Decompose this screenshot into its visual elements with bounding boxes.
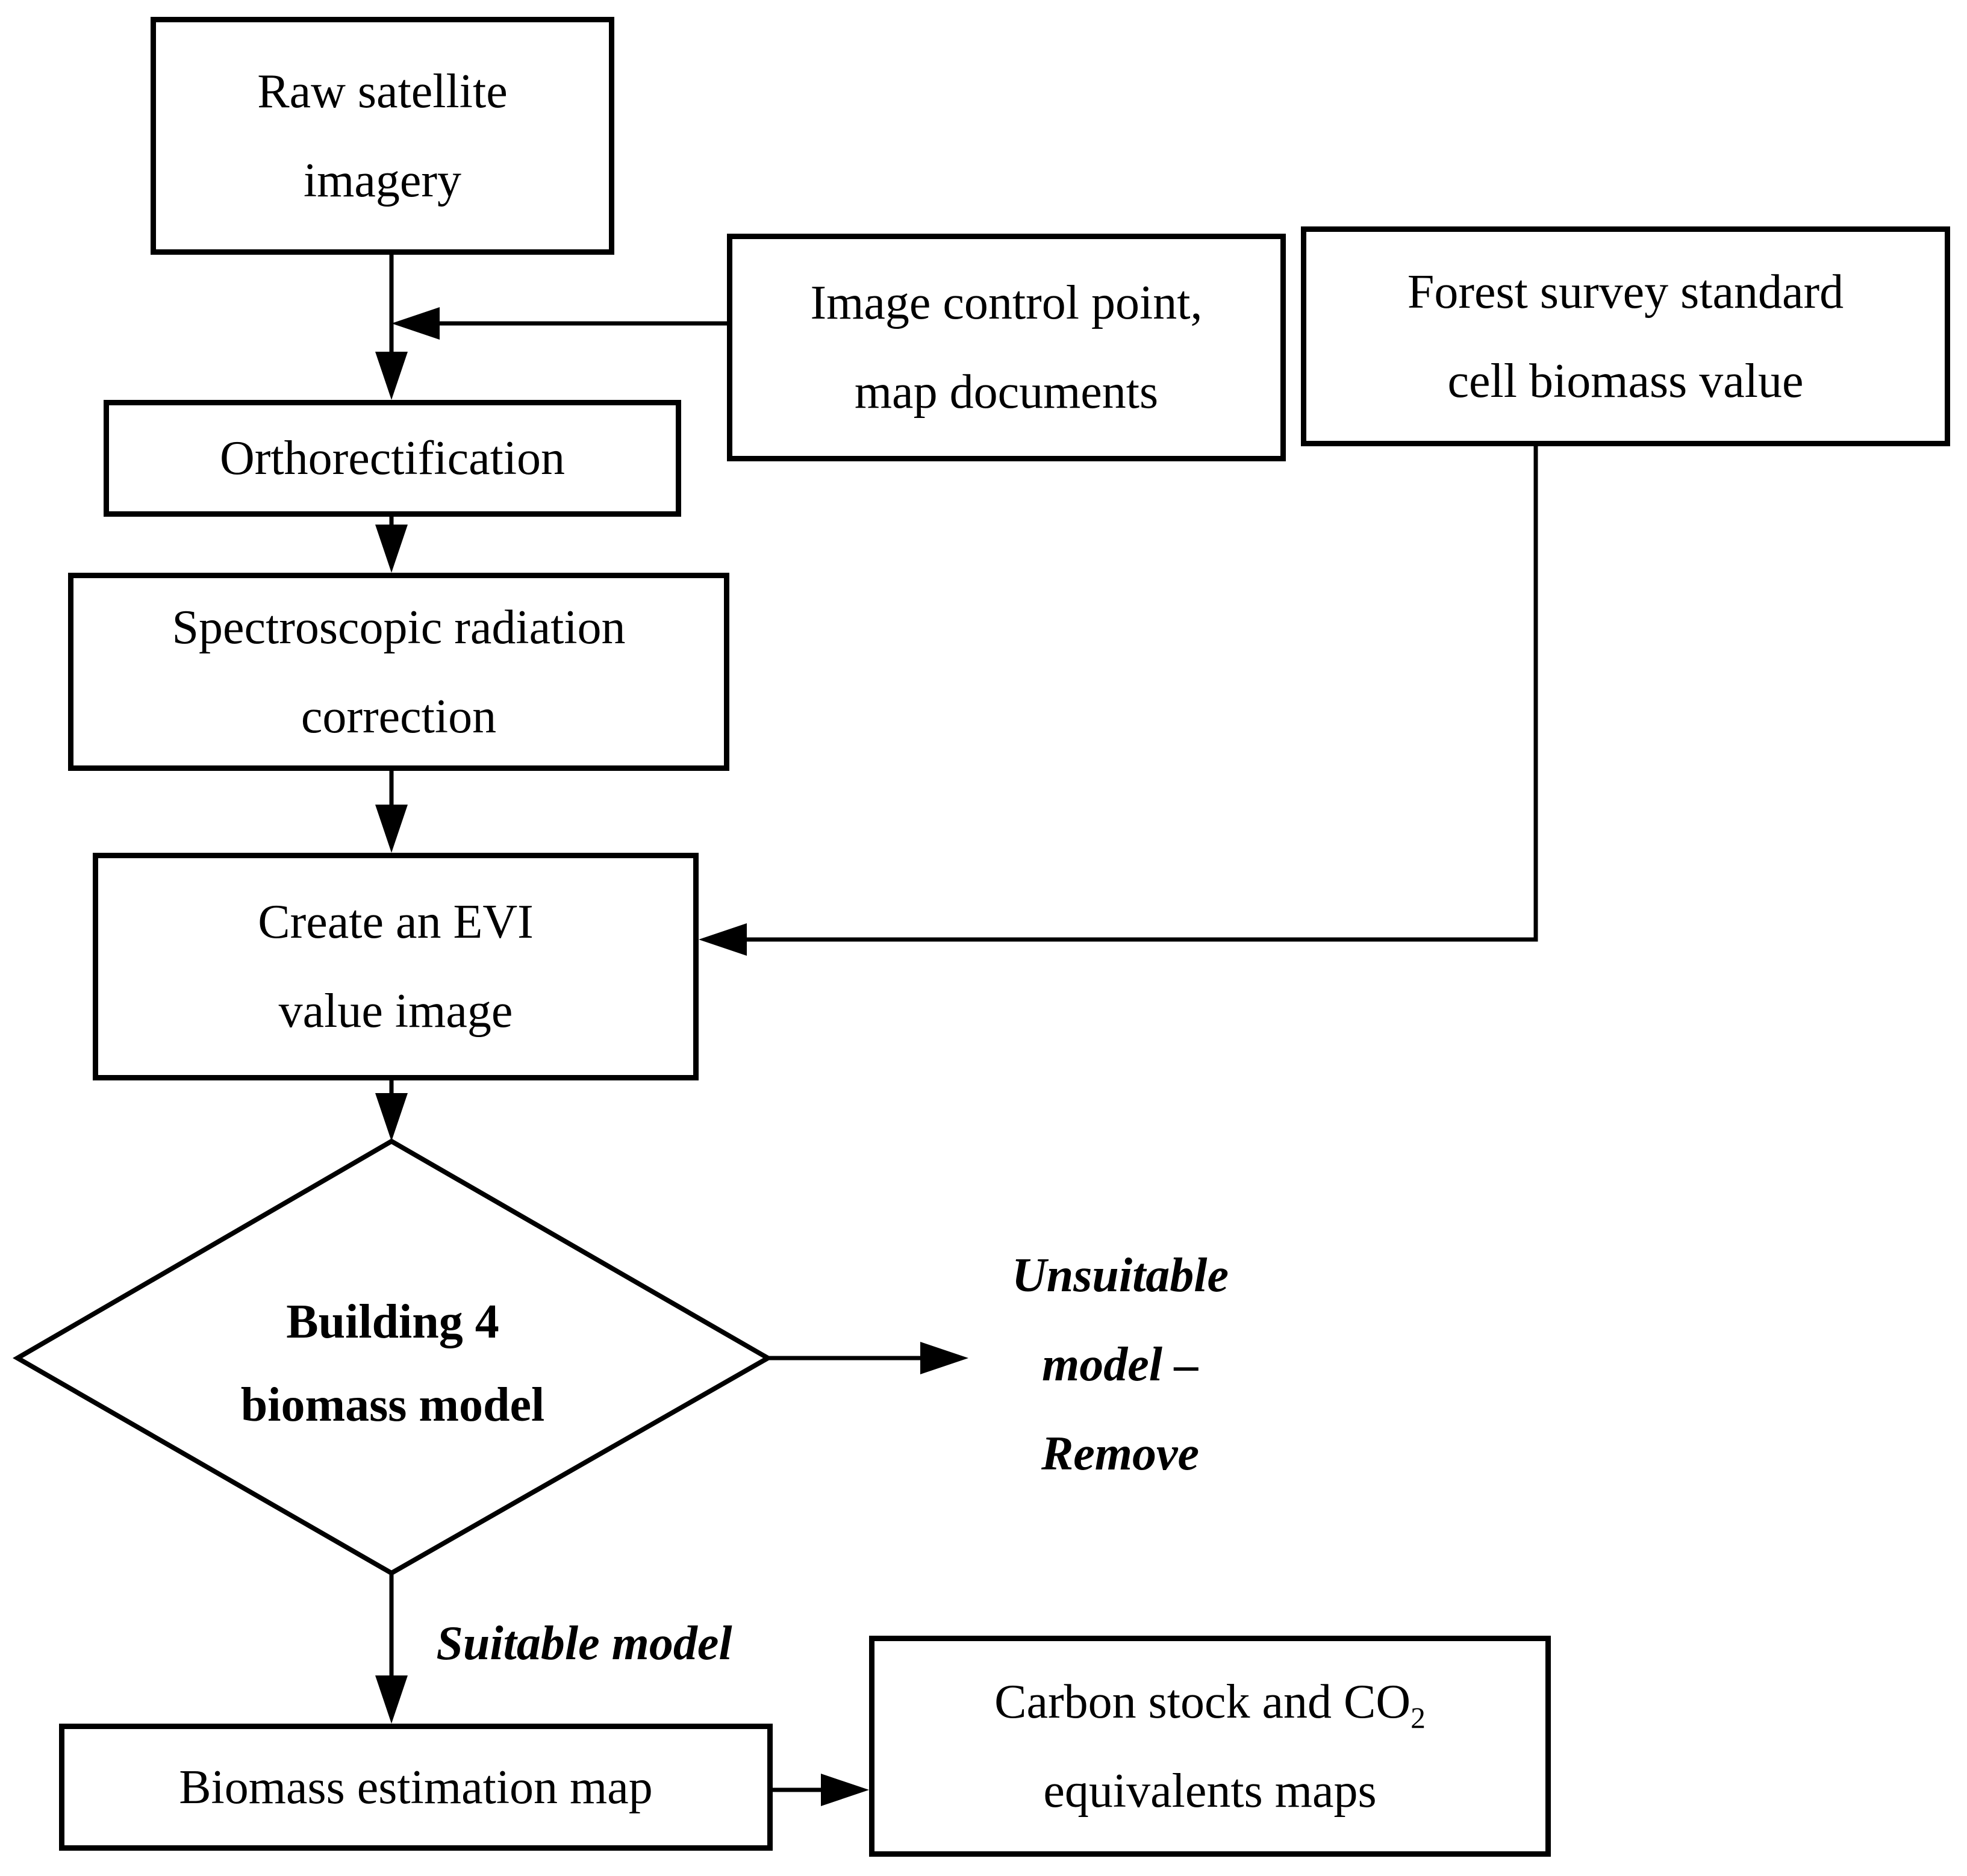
node-text-line: Forest survey standard [1407,265,1844,319]
carbon-co2-subscript: 2 [1411,1701,1426,1734]
node-orthorectification: Orthorectification [104,400,681,517]
arrowhead-into-biomass [375,1675,408,1724]
node-biomass-estimation-map: Biomass estimation map [59,1724,773,1851]
edge-label-line: Suitable model [436,1617,732,1670]
carbon-line1-text: Carbon stock and CO [994,1675,1411,1728]
arrowhead-into-decision [375,1093,408,1141]
arrowhead-into-evi-top [375,805,408,853]
node-text-line: Spectroscopic radiation [172,600,626,654]
node-raw-satellite-imagery: Raw satellite imagery [151,17,614,255]
node-carbon-stock-co2-maps: Carbon stock and CO2 equivalents maps [869,1636,1551,1857]
node-text-line: value image [278,985,513,1038]
arrowhead-unsuitable [920,1342,968,1374]
arrowhead-into-evi-right [699,923,747,956]
label-unsuitable-model-remove: Unsuitable model – Remove [934,1231,1307,1498]
edge-forest-to-evi [746,446,1538,942]
arrowhead-into-ortho [375,352,408,400]
arrowhead-into-spec [375,525,408,573]
node-decision-building-biomass-model: Building 4 biomass model [92,1271,694,1457]
node-text-line: correction [301,690,497,743]
node-spectroscopic-radiation-correction: Spectroscopic radiation correction [68,573,729,771]
decision-text-line: Building 4 [286,1295,499,1349]
node-text-line: cell biomass value [1447,354,1804,408]
node-forest-survey-biomass-value: Forest survey standard cell biomass valu… [1301,226,1950,446]
edge-label-line: Unsuitable [1011,1249,1229,1302]
edge-label-line: Remove [1041,1427,1200,1480]
node-text-line: Carbon stock and CO2 [994,1657,1426,1747]
arrowhead-into-raw-line [391,307,440,340]
edge-label-line: model – [1042,1338,1199,1391]
node-text-line: Orthorectification [219,432,566,485]
node-text-line: equivalents maps [1043,1764,1377,1818]
arrowhead-into-carbon [821,1774,869,1806]
node-create-evi-value-image: Create an EVI value image [93,853,699,1080]
node-text-line: map documents [854,366,1159,419]
node-text-line: Raw satellite [257,64,508,118]
node-text-line: Biomass estimation map [179,1760,653,1814]
decision-text-line: biomass model [240,1379,545,1432]
node-text-line: imagery [303,154,462,207]
node-text-line: Image control point, [810,276,1203,329]
node-text-line: Create an EVI [258,896,534,949]
label-suitable-model: Suitable model [397,1599,771,1688]
node-image-control-point: Image control point, map documents [727,234,1286,461]
